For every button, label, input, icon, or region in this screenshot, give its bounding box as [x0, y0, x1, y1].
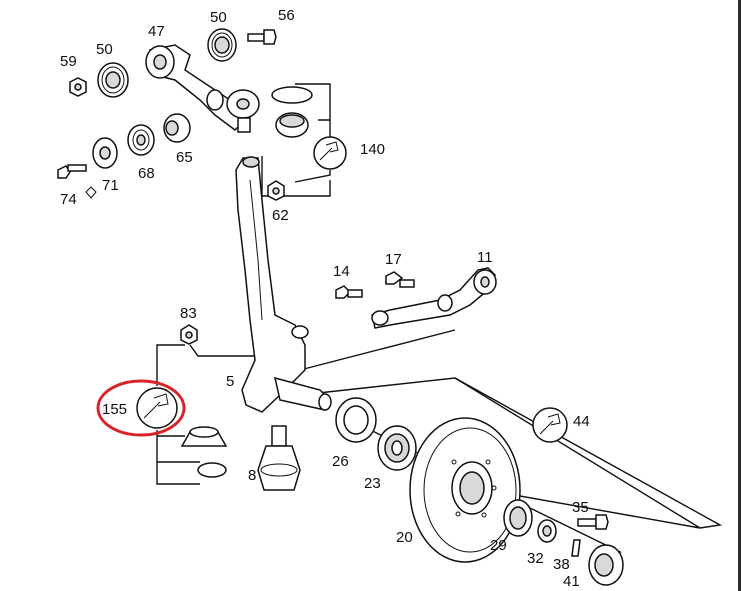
bushing-50-upper — [207, 28, 237, 62]
nut-62 — [267, 180, 285, 201]
bearing-23 — [377, 425, 417, 471]
screw-35 — [577, 514, 609, 530]
callout-32: 32 — [527, 550, 544, 567]
bolt-17 — [385, 271, 415, 288]
callout-65: 65 — [176, 149, 193, 166]
seal-26 — [335, 397, 377, 443]
callout-14: 14 — [333, 263, 350, 280]
callout-5: 5 — [226, 373, 234, 390]
upper-control-arm — [145, 44, 260, 133]
washer-71 — [92, 137, 118, 169]
callout-140: 140 — [360, 141, 385, 158]
callout-59: 59 — [60, 53, 77, 70]
bushing-65 — [163, 113, 191, 143]
highlight-ring — [96, 379, 186, 437]
callout-23: 23 — [364, 475, 381, 492]
callout-38: 38 — [553, 556, 570, 573]
clamp-nut-32 — [537, 519, 557, 543]
callout-74: 74 — [60, 191, 77, 208]
steering-arm — [371, 267, 497, 329]
callout-155: 155 — [102, 401, 127, 418]
torque-wrench-icon-44 — [532, 407, 568, 443]
callout-44: 44 — [573, 413, 590, 430]
callout-68: 68 — [138, 165, 155, 182]
lower-ball-joint — [257, 425, 301, 491]
callout-83: 83 — [180, 305, 197, 322]
bearing-29 — [503, 499, 533, 537]
callout-50-upper: 50 — [210, 9, 227, 26]
callout-29: 29 — [490, 537, 507, 554]
callout-35: 35 — [572, 499, 589, 516]
nut-83 — [180, 324, 198, 345]
callout-62: 62 — [272, 207, 289, 224]
callout-26: 26 — [332, 453, 349, 470]
bolt-14 — [335, 285, 363, 299]
pin-38 — [571, 539, 581, 557]
callout-47: 47 — [148, 23, 165, 40]
steering-knuckle — [235, 156, 332, 413]
callout-50-left: 50 — [96, 41, 113, 58]
callout-41: 41 — [563, 573, 580, 590]
bolt-74 — [57, 164, 97, 199]
callouts: 47 50 56 59 50 65 68 71 74 140 62 17 14 … — [60, 7, 590, 590]
nut-59 — [69, 77, 87, 97]
ball-joint-boot — [180, 426, 228, 478]
callout-56: 56 — [278, 7, 295, 24]
bolt-56 — [247, 29, 277, 45]
callout-8: 8 — [248, 467, 256, 484]
callout-11: 11 — [477, 249, 493, 266]
brake-disc-hub — [409, 417, 521, 563]
torque-wrench-icon-155 — [136, 387, 178, 429]
callout-17: 17 — [385, 251, 402, 268]
washer-68 — [127, 124, 155, 156]
bushing-50-left — [97, 62, 129, 98]
dust-cap — [271, 86, 313, 138]
callout-71: 71 — [102, 177, 119, 194]
callout-20: 20 — [396, 529, 413, 546]
hub-cap-41 — [588, 544, 624, 586]
torque-wrench-icon-140 — [313, 136, 347, 170]
